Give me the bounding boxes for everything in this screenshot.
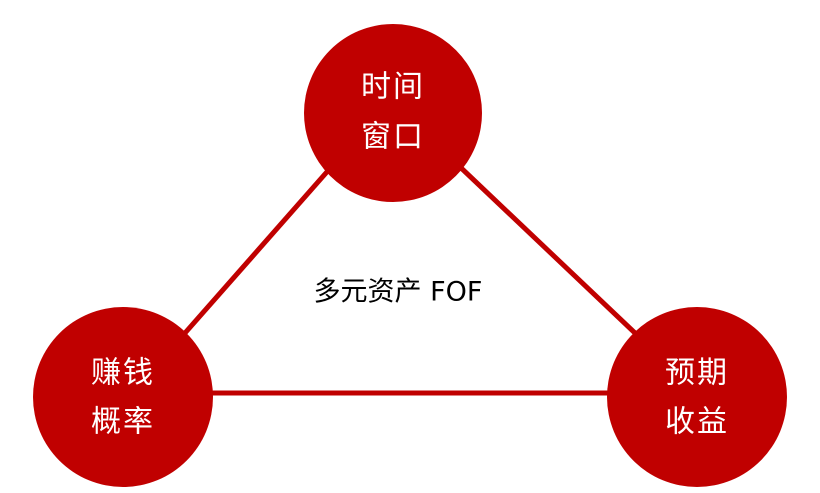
edge-top-left <box>183 163 335 335</box>
node-time-window-line1: 时间 <box>361 70 425 105</box>
node-win-probability-line1: 赚钱 <box>91 356 155 391</box>
edge-top-right <box>456 163 637 335</box>
node-win-probability-line2: 概率 <box>91 405 155 440</box>
node-expected-return-circle <box>607 307 787 487</box>
node-win-probability-circle <box>33 307 213 487</box>
node-expected-return-line2: 收益 <box>665 405 729 440</box>
node-expected-return: 预期 收益 <box>607 307 787 487</box>
node-win-probability: 赚钱 概率 <box>33 307 213 487</box>
node-time-window-circle <box>304 24 482 202</box>
node-expected-return-line1: 预期 <box>665 356 729 391</box>
center-label: 多元资产 FOF <box>314 277 483 308</box>
node-time-window: 时间 窗口 <box>304 24 482 202</box>
node-time-window-line2: 窗口 <box>361 120 425 155</box>
